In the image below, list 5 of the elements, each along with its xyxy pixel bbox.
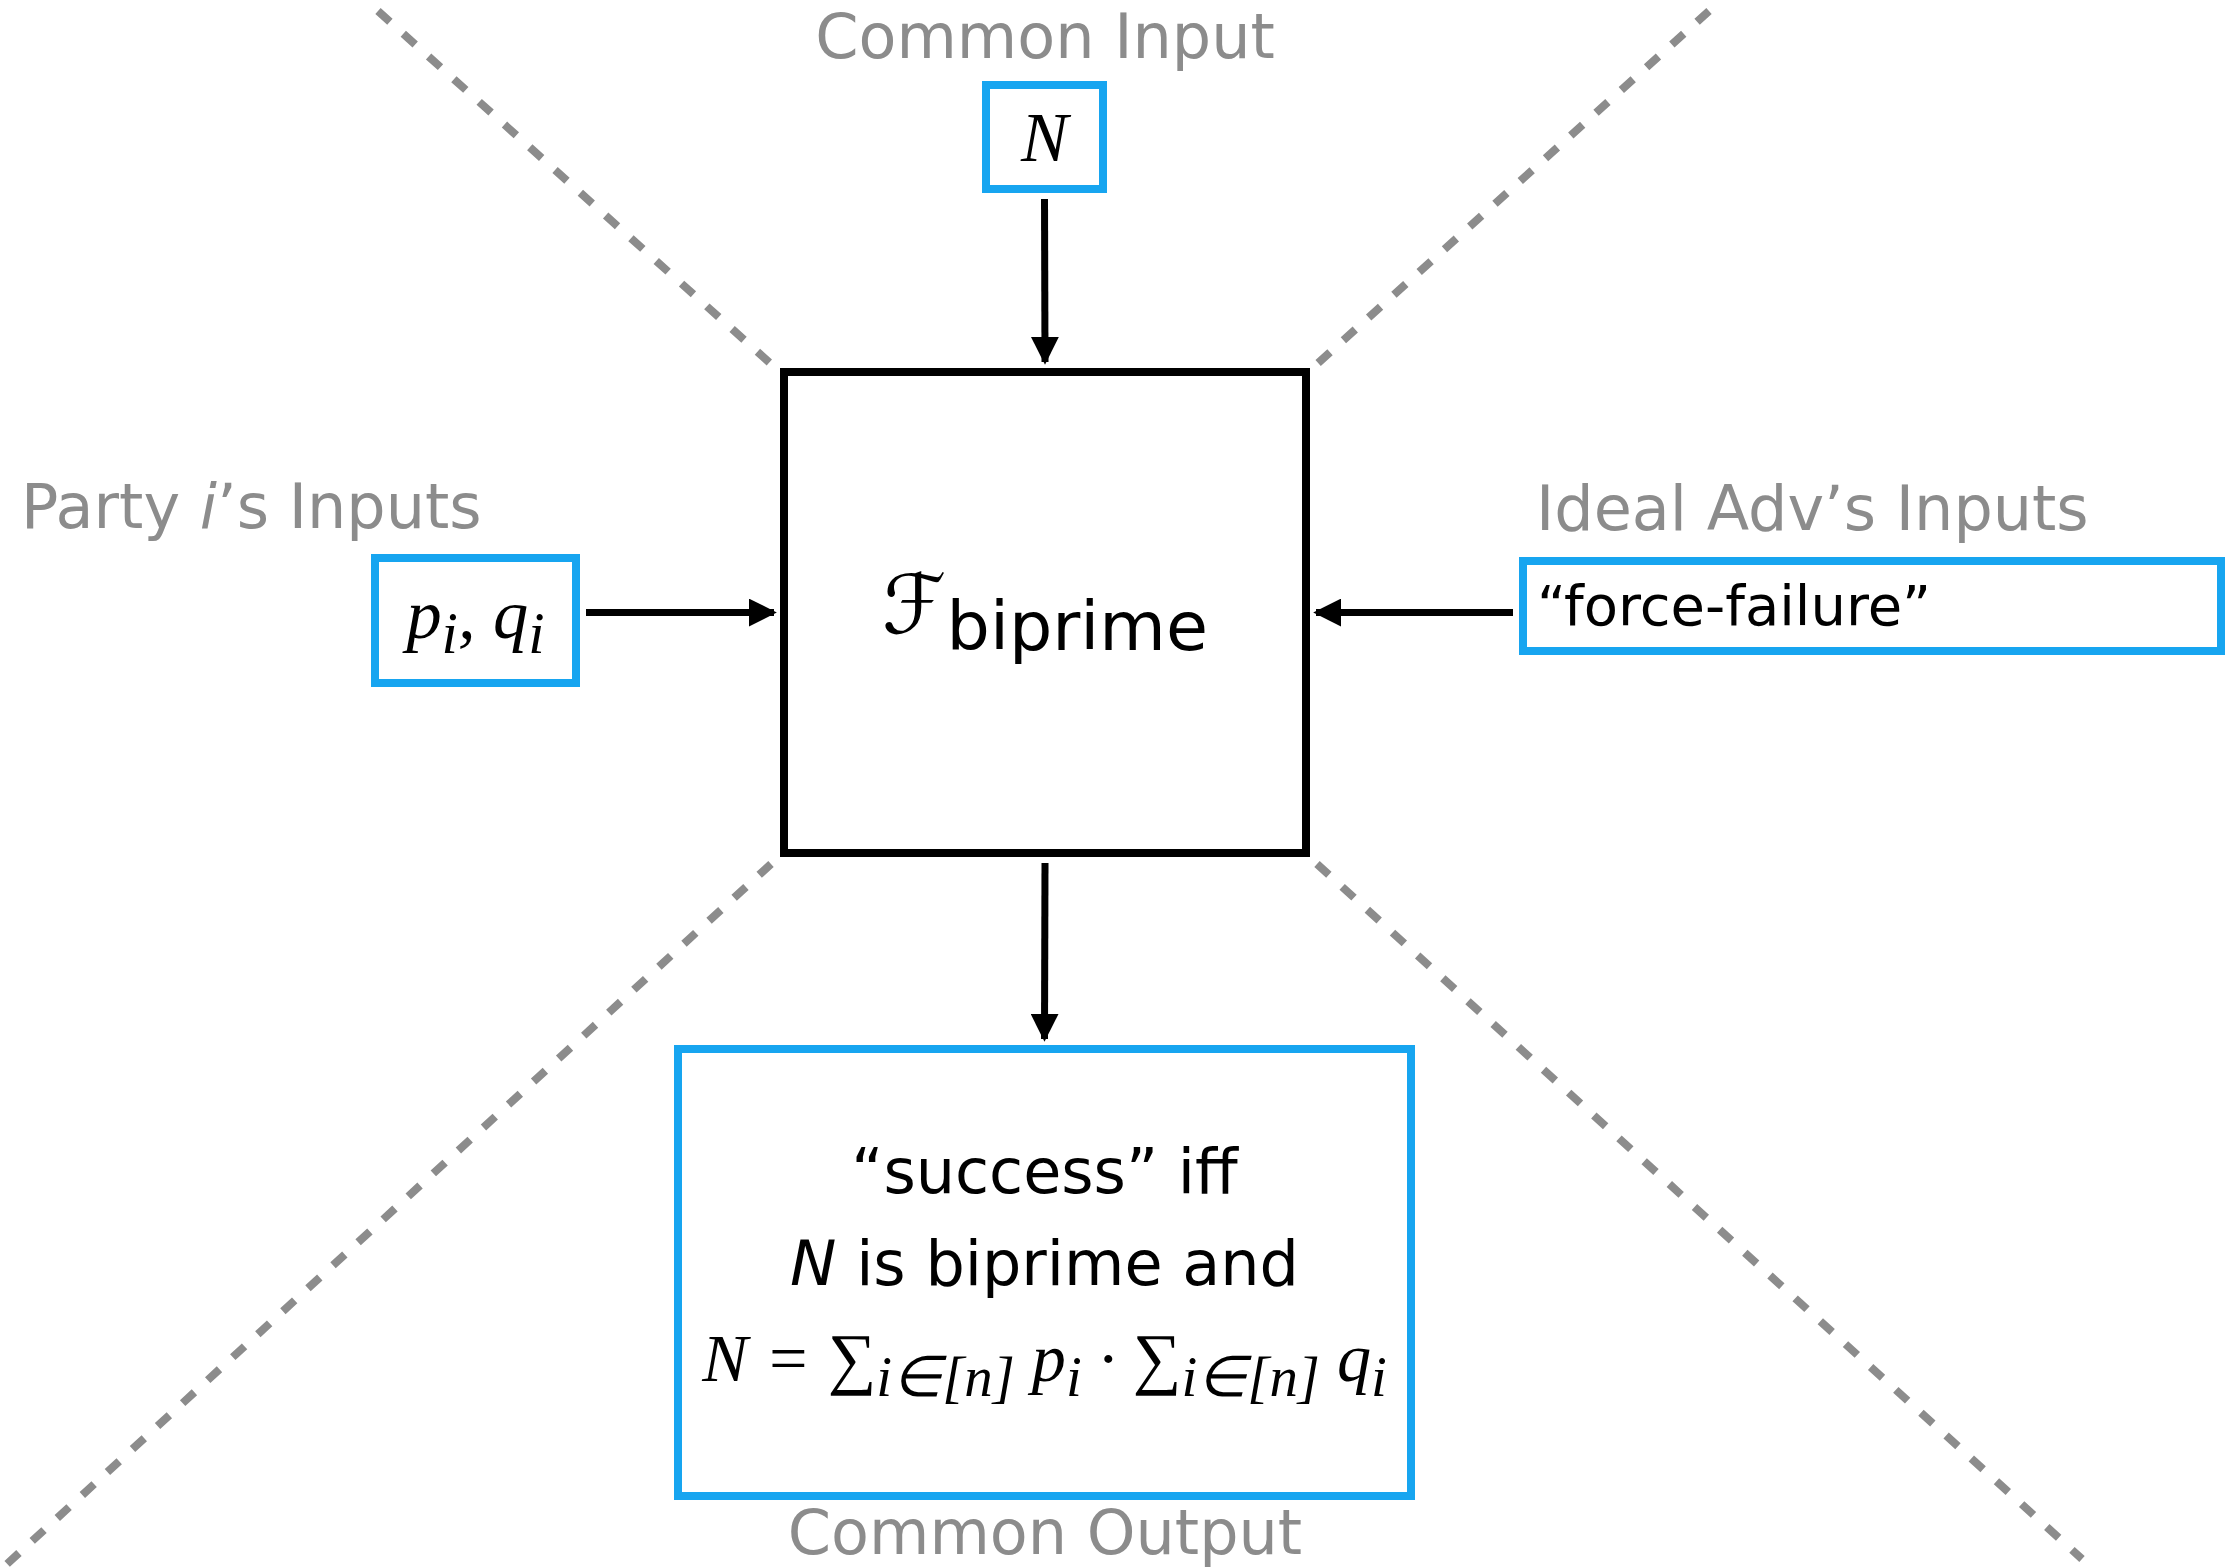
text-line: “force-failure” [1537, 573, 1932, 639]
math-expression: N = ∑$_{i∈[n]}$ p$_{i}$ · ∑$_{i∈[n]}$ q$_{i}$ [702, 1318, 1387, 1409]
text-line: N is biprime and [790, 1227, 1299, 1299]
function-label: ℱ$_{biprime}$ [882, 558, 1208, 667]
text-line: “success” iff [851, 1136, 1238, 1208]
